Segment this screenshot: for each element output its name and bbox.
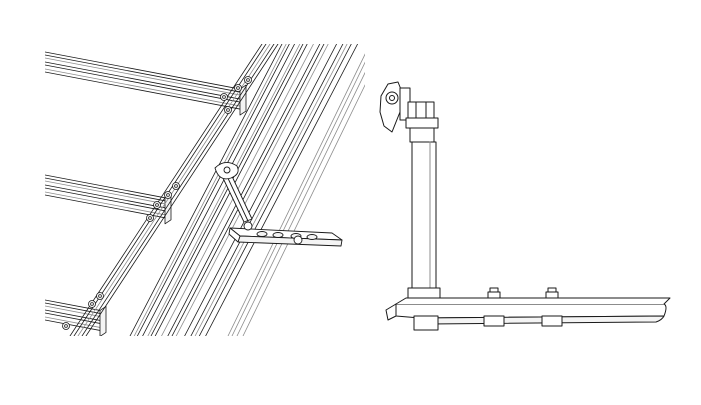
plate-end-face (228, 227, 241, 243)
rail-edge-line (45, 68, 241, 107)
bolt-center (90, 302, 94, 306)
member-edge-line (85, 44, 279, 336)
bolt-center (148, 216, 152, 220)
plate-pivot-bolt (243, 221, 253, 231)
top-washer (405, 117, 439, 129)
bolt-center (226, 108, 230, 112)
horizontal-rail-top (45, 51, 247, 116)
horizontal-rail-middle (45, 174, 172, 225)
plate-slot (306, 234, 318, 240)
beam-edge-line (198, 44, 352, 336)
rail-edge-line (45, 309, 101, 321)
rail-edge-line (45, 187, 166, 212)
beam-edge-line (205, 44, 359, 336)
rail-edge-line (45, 194, 166, 219)
plate-slot (272, 232, 284, 238)
rail-edge-line (45, 71, 241, 110)
beam-edge-line (227, 53, 365, 336)
tube-body (411, 141, 437, 291)
base-fasteners (483, 287, 563, 327)
beam-edge-line (175, 44, 329, 336)
rail-edge-line (45, 302, 101, 314)
bolt-center (174, 184, 178, 188)
bottom-nut (541, 315, 563, 327)
main-diagonal-beam (129, 44, 365, 336)
top-clamp-hinge (379, 81, 439, 143)
plate-slot (256, 231, 268, 237)
bolt-center (155, 203, 159, 207)
top-hex-nut (407, 101, 435, 119)
bolt-tip (489, 287, 499, 293)
bolt-center (98, 294, 102, 298)
beam-edge-line (150, 44, 304, 336)
rail-edge-line (45, 51, 241, 90)
beam-edge-line (147, 44, 301, 336)
under-nut (413, 315, 439, 331)
bolt-tip (547, 287, 557, 293)
plate-back-edge (395, 297, 671, 305)
rail-edge-line (45, 61, 241, 100)
top-collar (409, 127, 435, 143)
member-edge-line (77, 44, 271, 336)
beam-edge-line (133, 44, 287, 336)
secondary-diagonal-member (69, 44, 279, 336)
bolt-center (246, 78, 250, 82)
bottom-nut (483, 315, 505, 327)
rail-edge-line (45, 174, 166, 199)
rail-edge-line (45, 57, 241, 96)
rail-end-cap (239, 84, 247, 116)
rail-edge-line (45, 64, 241, 103)
rail-edge-line (45, 177, 166, 202)
base-plate (385, 297, 671, 331)
rail-bolts (62, 76, 252, 330)
member-edge-line (69, 44, 263, 336)
beam-edge-line (242, 84, 365, 336)
beam-edge-line (129, 44, 283, 336)
right-panel-side-view (379, 81, 671, 331)
rail-edge-line (45, 54, 241, 93)
rail-edge-line (45, 312, 101, 324)
beam-edge-line (184, 44, 338, 336)
plate-nut (293, 235, 303, 245)
beam-edge-line (231, 61, 365, 336)
rail-edge-line (45, 299, 101, 311)
bolt-center (166, 193, 170, 197)
rail-edge-line (45, 180, 166, 205)
bolt-head (545, 291, 559, 299)
beam-edge-line (236, 71, 365, 336)
rail-end-cap (99, 306, 107, 336)
beam-edge-line (167, 44, 321, 336)
clamp-jaw (379, 81, 403, 133)
member-edge-line (81, 44, 275, 336)
bolt-head (487, 291, 501, 299)
bracket-plate (228, 221, 343, 247)
arm-tube-edge (225, 173, 249, 222)
plate-end (385, 303, 397, 321)
beam-edge-line (136, 44, 290, 336)
bolt-center (236, 86, 240, 90)
bolt-center (222, 95, 226, 99)
rail-edge-line (45, 305, 101, 317)
clamp-hinge-pin-center (389, 95, 395, 101)
arm-top-pin (223, 166, 231, 174)
bolt-center (64, 324, 68, 328)
beam-edge-line (190, 44, 344, 336)
rail-edge-line (45, 191, 166, 216)
horizontal-rail-bottom (45, 299, 107, 336)
mounting-arm (214, 162, 253, 223)
member-edge-line (73, 44, 267, 336)
beam-edge-line (171, 44, 325, 336)
left-panel-isometric-view (45, 44, 365, 336)
rail-edge-line (45, 184, 166, 209)
vertical-tube (407, 141, 441, 301)
beam-edge-line (194, 44, 348, 336)
rail-edge-line (45, 316, 101, 328)
beam-edge-line (142, 44, 296, 336)
